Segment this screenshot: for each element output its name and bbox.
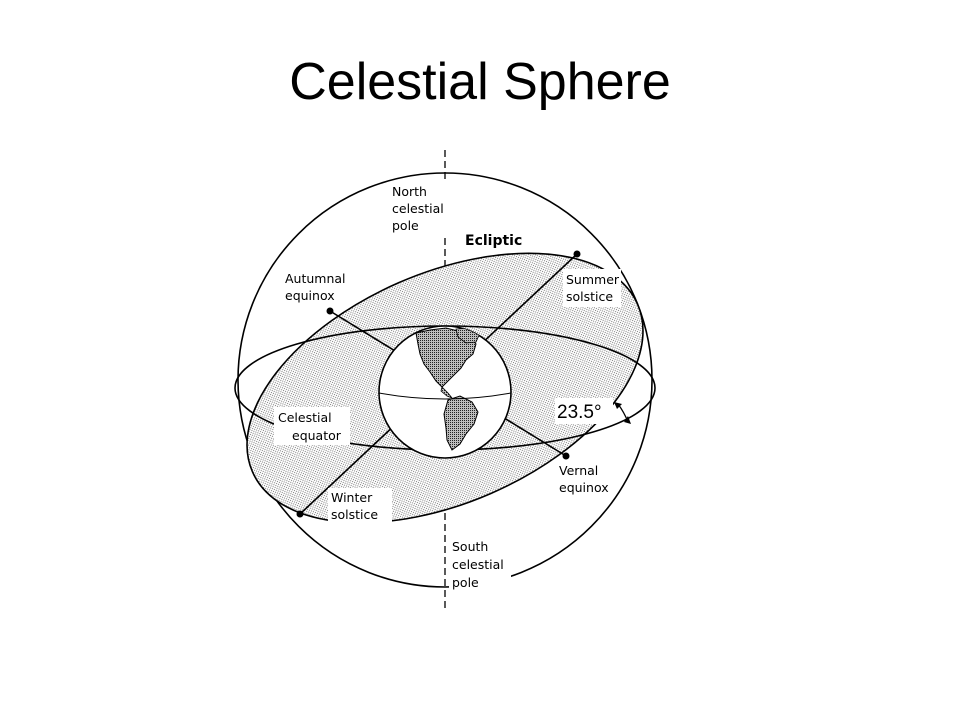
north-pole-label-line-1: North — [392, 184, 427, 199]
autumnal-equinox-label-line-1: Autumnal — [285, 271, 346, 286]
page-title: Celestial Sphere — [289, 53, 671, 111]
north-pole-label-line-2: celestial — [392, 201, 444, 216]
tilt-arrow-head-top — [614, 402, 622, 409]
tilt-arrow-head-bottom — [624, 416, 631, 424]
celestial-equator-label-line-1: Celestial — [278, 410, 332, 425]
summer-solstice-point — [573, 250, 581, 258]
south-pole-label-line-2: celestial — [452, 557, 504, 572]
tilt-angle-label: 23.5° — [557, 402, 602, 423]
winter-solstice-point — [296, 510, 304, 518]
summer-solstice-label-line-1: Summer — [566, 272, 620, 287]
autumnal-equinox-point — [326, 307, 334, 315]
ecliptic-label: Ecliptic — [465, 233, 522, 249]
autumnal-equinox-label-line-2: equinox — [285, 288, 335, 303]
south-pole-label-line-3: pole — [452, 575, 479, 590]
celestial-equator-label-line-2: equator — [292, 428, 342, 443]
earth-globe-americas-icon — [378, 325, 512, 459]
vernal-equinox-label-line-1: Vernal — [559, 463, 598, 478]
winter-solstice-label-line-1: Winter — [331, 490, 373, 505]
north-pole-label-line-3: pole — [392, 218, 419, 233]
vernal-equinox-label-line-2: equinox — [559, 480, 609, 495]
summer-solstice-label-line-2: solstice — [566, 289, 613, 304]
vernal-equinox-point — [562, 452, 570, 460]
winter-solstice-label-line-2: solstice — [331, 507, 378, 522]
south-pole-label-line-1: South — [452, 539, 488, 554]
